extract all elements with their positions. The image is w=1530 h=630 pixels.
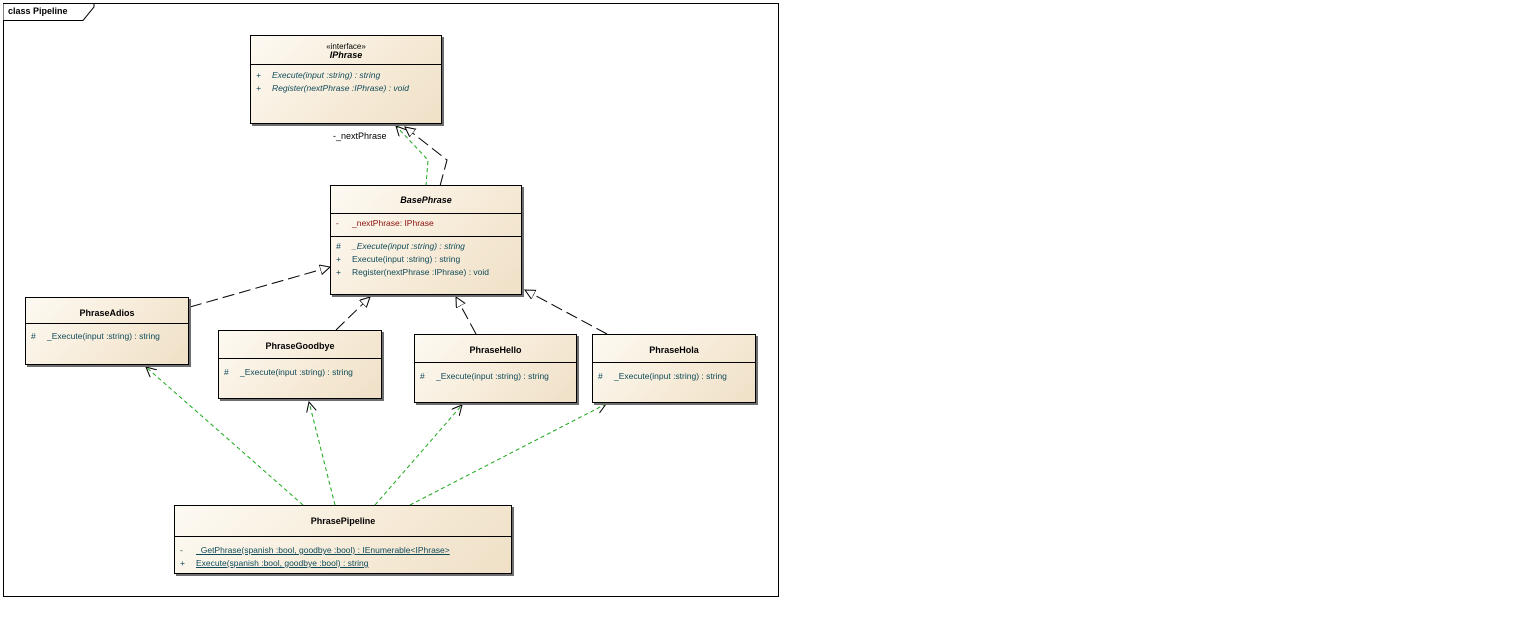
stereotype-label: «interface»	[326, 42, 366, 51]
operation-row: +Execute(input :string) : string	[256, 70, 381, 80]
realization-hello-basephrase	[456, 297, 477, 335]
class-name: PhrasePipeline	[310, 516, 376, 526]
dependency-pipeline-hola	[409, 404, 606, 506]
frame-tab	[3, 3, 95, 21]
class-phrasegoodbye[interactable]: PhraseGoodbye #_Execute(input :string) :…	[218, 330, 382, 399]
operation-row: +Register(nextPhrase :IPhrase) : void	[256, 83, 410, 93]
class-name: PhraseGoodbye	[265, 341, 335, 351]
operation-row: -_GetPhrase(spanish :bool, goodbye :bool…	[180, 545, 450, 555]
association-role-label: -_nextPhrase	[333, 131, 387, 141]
association-nextphrase	[396, 126, 429, 187]
class-name: PhraseHola	[649, 345, 699, 355]
operation-row: #_Execute(input :string) : string	[224, 367, 353, 377]
class-basephrase[interactable]: BasePhrase -_nextPhrase: IPhrase #_Execu…	[330, 185, 522, 295]
operation-row: +Execute(input :string) : string	[336, 254, 461, 264]
realization-adios-basephrase	[189, 267, 330, 308]
operation-row: #_Execute(input :string) : string	[31, 331, 160, 341]
realization-hola-basephrase	[525, 290, 608, 335]
class-iphrase[interactable]: «interface» IPhrase +Execute(input :stri…	[250, 35, 442, 124]
operation-row: +Execute(spanish :bool, goodbye :bool) :…	[180, 558, 369, 568]
class-phrasehola[interactable]: PhraseHola #_Execute(input :string) : st…	[592, 334, 756, 403]
class-name: IPhrase	[329, 50, 363, 60]
frame-title: class Pipeline	[8, 6, 68, 16]
class-phrasehello[interactable]: PhraseHello #_Execute(input :string) : s…	[414, 334, 577, 403]
class-phrasepipeline[interactable]: PhrasePipeline -_GetPhrase(spanish :bool…	[174, 505, 512, 574]
dependency-pipeline-goodbye	[309, 402, 336, 506]
operation-row: #_Execute(input :string) : string	[598, 371, 727, 381]
realization-goodbye-basephrase	[335, 297, 370, 331]
realization-basephrase-iphrase	[405, 127, 448, 187]
diagram-frame	[3, 3, 779, 597]
class-name: BasePhrase	[400, 195, 452, 205]
class-phraseadios[interactable]: PhraseAdios #_Execute(input :string) : s…	[25, 297, 189, 365]
class-name: PhraseHello	[469, 345, 522, 355]
operation-row: #_Execute(input :string) : string	[336, 241, 465, 251]
operation-row: #_Execute(input :string) : string	[420, 371, 549, 381]
dependency-pipeline-hello	[374, 405, 462, 506]
class-name: PhraseAdios	[79, 308, 135, 318]
attribute-row: -_nextPhrase: IPhrase	[336, 218, 434, 228]
operation-row: +Register(nextPhrase :IPhrase) : void	[336, 267, 490, 277]
